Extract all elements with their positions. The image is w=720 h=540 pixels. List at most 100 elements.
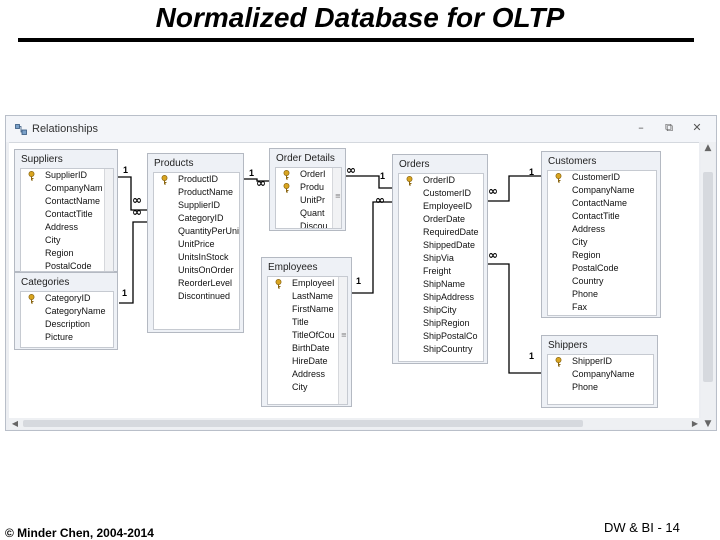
close-icon[interactable]: ✕ <box>692 121 702 134</box>
field-row[interactable]: EmployeeID <box>399 200 483 213</box>
field-row[interactable]: Region <box>548 249 656 262</box>
field-row[interactable]: FirstName <box>268 303 347 316</box>
scroll-down-icon[interactable]: ▼ <box>704 419 712 429</box>
field-row[interactable]: Address <box>268 368 347 381</box>
field-row[interactable]: ShipName <box>399 278 483 291</box>
field-row[interactable]: Picture <box>21 331 113 344</box>
field-row[interactable]: CompanyNam <box>21 182 113 195</box>
relationships-canvas[interactable]: 1 ∞ ∞ 1 1 ∞ ∞ 1 1 ∞ 1 ∞ 1 ∞ Suppliers Su… <box>9 142 699 423</box>
primary-key-icon <box>283 170 290 180</box>
field-row[interactable]: ContactName <box>21 195 113 208</box>
field-row[interactable]: ShipVia <box>399 252 483 265</box>
field-row[interactable]: HireDate <box>268 355 347 368</box>
scroll-left-icon[interactable]: ◀ <box>11 419 19 428</box>
field-row[interactable]: Address <box>548 223 656 236</box>
field-label: City <box>292 382 308 392</box>
field-row[interactable]: PostalCode <box>548 262 656 275</box>
field-row[interactable]: Region <box>21 247 113 260</box>
field-row[interactable]: CompanyName <box>548 184 656 197</box>
field-row[interactable]: CustomerID <box>548 171 656 184</box>
field-row[interactable]: BirthDate <box>268 342 347 355</box>
field-label: RequiredDate <box>423 227 479 237</box>
field-row[interactable]: OrderID <box>399 174 483 187</box>
field-row[interactable]: ReorderLevel <box>154 277 239 290</box>
field-row[interactable]: OrderDate <box>399 213 483 226</box>
field-row[interactable]: Fax <box>548 301 656 314</box>
field-label: Freight <box>423 266 452 276</box>
window-vertical-scrollbar[interactable]: ▲ ▼ <box>701 142 715 430</box>
field-row[interactable]: ProductName <box>154 186 239 199</box>
field-row[interactable]: Title <box>268 316 347 329</box>
field-row[interactable]: City <box>548 236 656 249</box>
scroll-thumb[interactable] <box>703 172 713 382</box>
field-row[interactable]: LastName <box>268 290 347 303</box>
field-row[interactable]: City <box>268 381 347 394</box>
field-row[interactable]: ContactName <box>548 197 656 210</box>
field-row[interactable]: ProductID <box>154 173 239 186</box>
field-row[interactable]: Quant <box>276 207 341 220</box>
field-row[interactable]: UnitsOnOrder <box>154 264 239 277</box>
field-row[interactable]: Address <box>21 221 113 234</box>
field-row[interactable]: ShipCountry <box>399 343 483 356</box>
scroll-right-icon[interactable]: ▶ <box>691 419 699 428</box>
field-row[interactable]: TitleOfCou <box>268 329 347 342</box>
field-row[interactable]: SupplierID <box>21 169 113 182</box>
minimize-icon[interactable]: – <box>638 121 644 134</box>
field-row[interactable]: ShipAddress <box>399 291 483 304</box>
field-row[interactable]: ShipperID <box>548 355 653 368</box>
field-row[interactable]: ShipRegion <box>399 317 483 330</box>
primary-key-icon <box>28 171 35 181</box>
field-row[interactable]: Description <box>21 318 113 331</box>
field-row[interactable]: Discou <box>276 220 341 228</box>
field-row[interactable]: City <box>21 234 113 247</box>
field-row[interactable]: CategoryID <box>154 212 239 225</box>
field-list-scrollbar[interactable]: ≡ <box>332 168 341 228</box>
scroll-up-icon[interactable]: ▲ <box>704 143 712 153</box>
field-list-scrollbar[interactable]: ≡ <box>338 277 347 404</box>
field-row[interactable]: ShippedDate <box>399 239 483 252</box>
field-row[interactable]: Freight <box>399 265 483 278</box>
field-row[interactable]: UnitPr <box>276 194 341 207</box>
field-row[interactable]: Phone <box>548 288 656 301</box>
field-row[interactable]: OrderI <box>276 168 341 181</box>
field-list-scrollbar[interactable] <box>104 169 113 271</box>
field-row[interactable]: UnitsInStock <box>154 251 239 264</box>
field-row[interactable]: ShipPostalCo <box>399 330 483 343</box>
field-row[interactable]: ContactTitle <box>548 210 656 223</box>
field-row[interactable]: CompanyName <box>548 368 653 381</box>
field-row[interactable]: RequiredDate <box>399 226 483 239</box>
field-row[interactable]: ShipCity <box>399 304 483 317</box>
field-row[interactable]: Produ <box>276 181 341 194</box>
field-row[interactable]: QuantityPerUnit <box>154 225 239 238</box>
window-horizontal-scrollbar[interactable]: ◀ ▶ <box>9 418 701 429</box>
field-row[interactable]: CustomerID <box>399 187 483 200</box>
field-row[interactable]: SupplierID <box>154 199 239 212</box>
field-row[interactable]: UnitPrice <box>154 238 239 251</box>
field-row[interactable]: CategoryName <box>21 305 113 318</box>
field-row[interactable]: PostalCode <box>21 260 113 271</box>
field-row[interactable]: CategoryID <box>21 292 113 305</box>
field-row[interactable]: EmployeeI <box>268 277 347 290</box>
field-row[interactable]: ContactTitle <box>21 208 113 221</box>
scroll-thumb[interactable] <box>23 420 583 427</box>
field-row[interactable]: Phone <box>548 381 653 394</box>
field-row[interactable]: Discontinued <box>154 290 239 303</box>
restore-icon[interactable]: ⧉ <box>665 121 673 134</box>
field-row[interactable]: Country <box>548 275 656 288</box>
